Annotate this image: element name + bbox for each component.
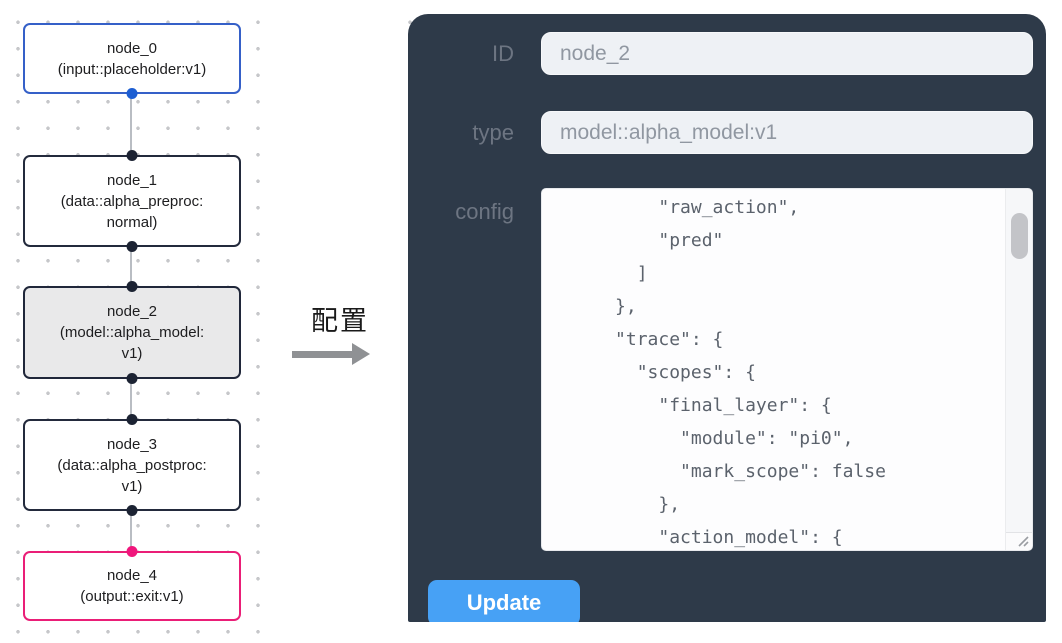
editor-scrollbar-track[interactable]: [1005, 189, 1032, 550]
target-handle[interactable]: [126, 546, 138, 557]
edge-node0-node1: [130, 94, 132, 155]
config-field-label: config: [455, 199, 514, 224]
node-config-panel: ID node_2 type model::alpha_model:v1 con…: [408, 14, 1046, 622]
update-button[interactable]: Update: [428, 580, 580, 622]
resize-grip-icon[interactable]: [1014, 532, 1029, 547]
id-field-label: ID: [492, 41, 514, 66]
flow-node-node_1[interactable]: node_1 (data::alpha_preproc:normal): [23, 150, 241, 252]
edge-node1-node2: [130, 247, 132, 286]
node-type-label: (data::alpha_preproc:normal): [60, 192, 204, 231]
edge-node3-node4: [130, 511, 132, 551]
node-title: node_0: [106, 39, 158, 57]
target-handle[interactable]: [126, 414, 138, 425]
node-type-label: (model::alpha_model:v1): [59, 324, 205, 362]
flow-node-node_3[interactable]: node_3 (data::alpha_postproc:v1): [23, 414, 241, 516]
editor-scrollbar-thumb[interactable]: [1011, 213, 1028, 259]
edge-node2-node3: [130, 379, 132, 419]
node-type-label: (output::exit:v1): [80, 588, 184, 605]
flow-node-node_4[interactable]: node_4 (output::exit:v1): [23, 546, 241, 621]
target-handle[interactable]: [126, 150, 138, 161]
source-handle[interactable]: [126, 88, 138, 99]
flow-node-node_0[interactable]: node_0 (input::placeholder:v1): [23, 23, 241, 99]
node-title: node_3: [106, 435, 158, 453]
node-type-label: (input::placeholder:v1): [57, 60, 207, 78]
id-input[interactable]: node_2: [541, 32, 1033, 75]
right-arrow-icon: [288, 343, 392, 367]
target-handle[interactable]: [126, 281, 138, 292]
type-field-label: type: [472, 120, 514, 145]
transition-label: 配置: [311, 306, 369, 336]
config-json-editor[interactable]: "raw_action", "pred" ] }, "trace": { "sc…: [541, 188, 1033, 551]
node-type-label: (data::alpha_postproc:v1): [57, 456, 207, 495]
node-title: node_4: [106, 567, 158, 584]
source-handle[interactable]: [126, 505, 138, 516]
node-title: node_2: [106, 303, 158, 320]
type-input[interactable]: model::alpha_model:v1: [541, 111, 1033, 154]
flow-node-node_2-selected[interactable]: node_2 (model::alpha_model:v1): [23, 281, 241, 384]
transition-annotation: 配置: [288, 299, 392, 367]
config-json-text[interactable]: "raw_action", "pred" ] }, "trace": { "sc…: [615, 197, 886, 548]
source-handle[interactable]: [126, 373, 138, 384]
source-handle[interactable]: [126, 241, 138, 252]
node-title: node_1: [106, 171, 158, 189]
